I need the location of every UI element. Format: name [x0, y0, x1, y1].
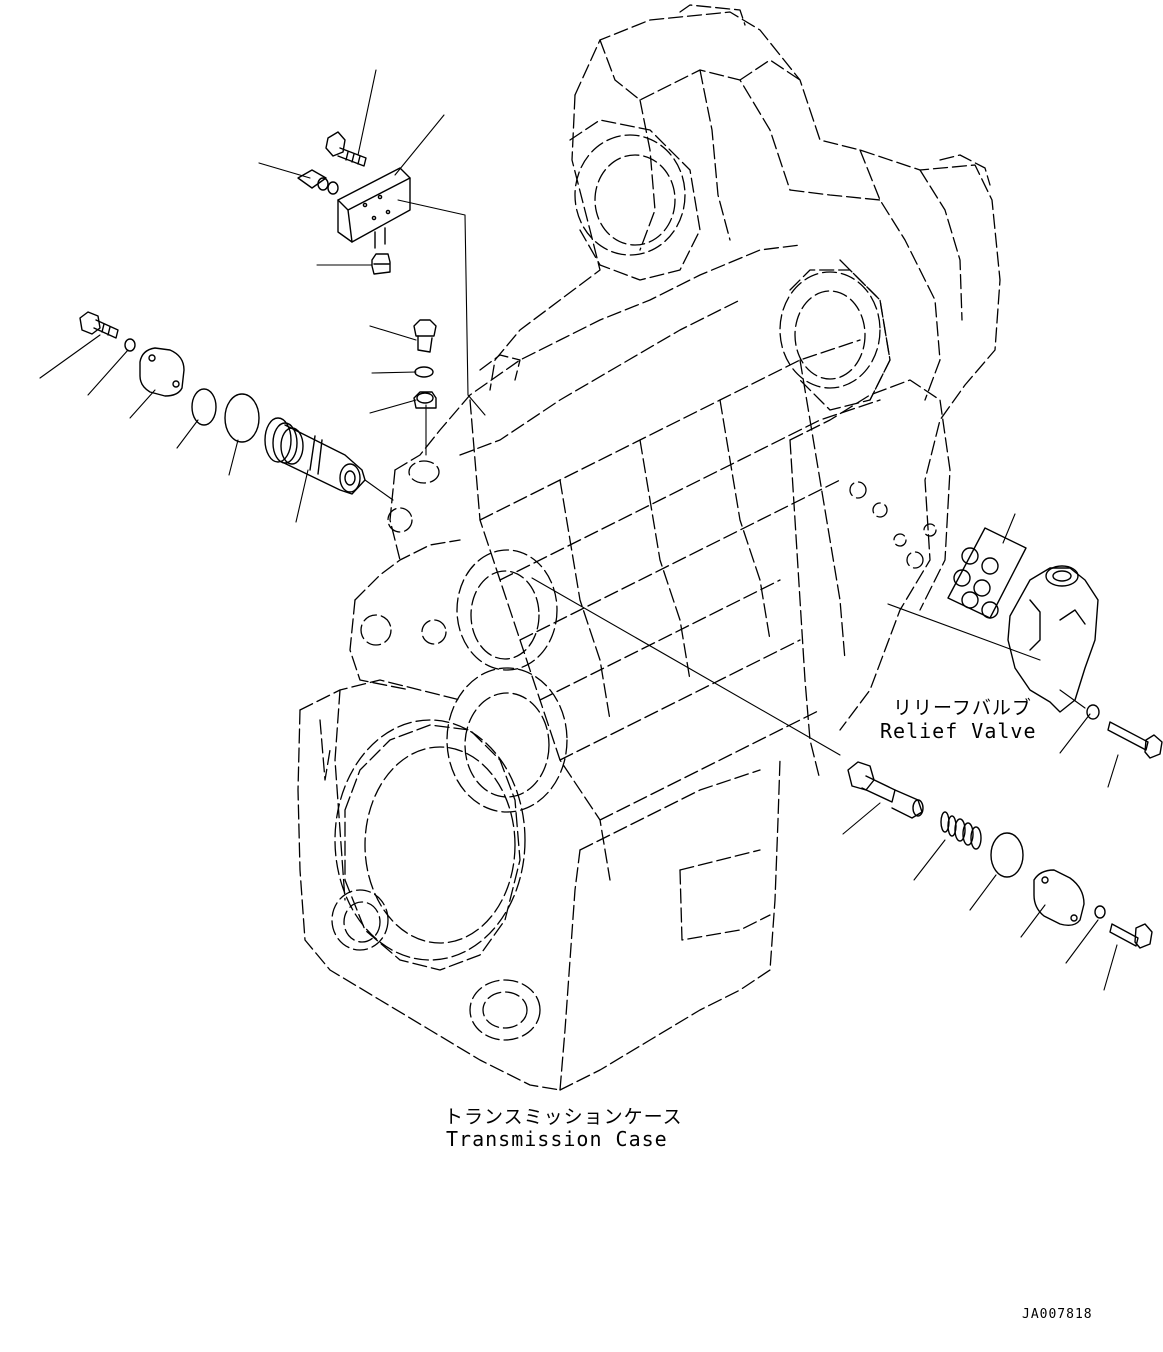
left-o-ring-small	[192, 389, 216, 425]
center-o-ring	[415, 367, 433, 377]
transmission-case-label-en: Transmission Case	[446, 1127, 668, 1151]
center-plug	[414, 320, 436, 352]
lower-valve-spool	[848, 762, 923, 818]
solenoid-pin	[298, 170, 338, 194]
solenoid-bolt	[326, 132, 366, 166]
lower-o-ring	[991, 833, 1023, 877]
plug	[372, 254, 390, 274]
transmission-case-label-jp: トランスミッションケース	[444, 1106, 683, 1128]
drawing-code: JA007818	[1022, 1307, 1093, 1322]
left-bolt	[80, 312, 118, 338]
left-valve-spool	[265, 418, 365, 494]
transmission-case-outline	[298, 5, 1000, 1090]
relief-valve-washer	[1087, 705, 1099, 719]
lower-bolt	[1110, 924, 1152, 948]
relief-valve-body	[1008, 566, 1098, 712]
lower-washer	[1095, 906, 1105, 918]
lower-spring	[941, 812, 981, 849]
relief-valve-label-jp: リリーフバルブ	[893, 697, 1032, 719]
solenoid-valve-block	[338, 168, 410, 248]
lower-cover	[1034, 870, 1084, 925]
center-nipple	[414, 392, 436, 408]
left-washer	[125, 339, 135, 351]
left-cover	[140, 348, 184, 396]
left-o-ring-large	[225, 394, 259, 442]
relief-valve-bolt	[1108, 722, 1162, 758]
relief-valve-label-en: Relief Valve	[880, 719, 1037, 743]
relief-valve-gasket-set	[948, 528, 1026, 618]
leader-lines	[40, 70, 1118, 990]
